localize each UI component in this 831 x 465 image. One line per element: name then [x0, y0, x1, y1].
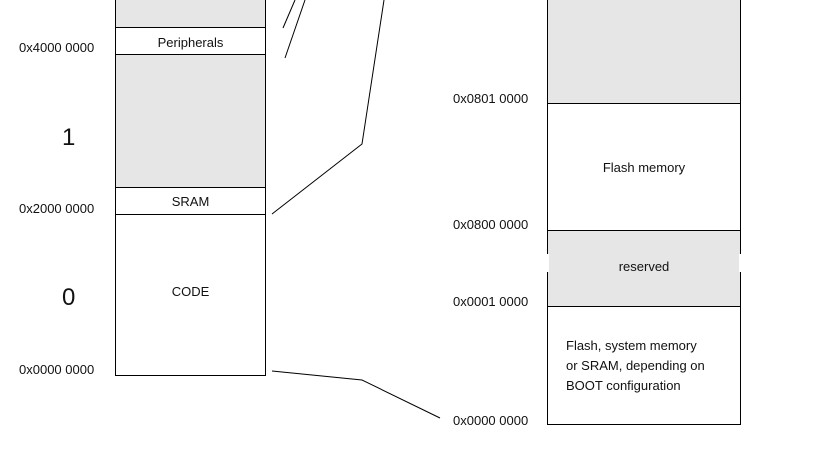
- reserved-break-right: [739, 254, 742, 272]
- block-number-0: 0: [62, 284, 76, 311]
- left-divider-3: [115, 187, 266, 188]
- sram-label: SRAM: [171, 194, 210, 209]
- right-top-reserved-block: [547, 0, 741, 104]
- boot-line-2: or SRAM, depending on: [566, 358, 705, 373]
- left-sram-block: [115, 188, 266, 215]
- right-divider-1: [547, 103, 741, 104]
- right-address-0x08000000: 0x0800 0000: [453, 217, 529, 232]
- right-address-0x00000000: 0x0000 0000: [453, 413, 529, 428]
- flash-memory-label: Flash memory: [602, 160, 686, 175]
- left-address-0x00000000: 0x0000 0000: [19, 362, 95, 377]
- lower-connector: [271, 370, 441, 419]
- left-address-0x20000000: 0x2000 0000: [19, 201, 95, 216]
- left-code-block: [115, 215, 266, 376]
- top-cut-line-1: [282, 0, 296, 29]
- peripherals-label: Peripherals: [157, 35, 224, 50]
- right-divider-2: [547, 230, 741, 231]
- reserved-label: reserved: [618, 259, 670, 274]
- left-divider-2: [115, 54, 266, 55]
- top-cut-line-2: [284, 0, 306, 59]
- right-divider-3: [547, 306, 741, 307]
- left-divider-4: [115, 214, 266, 215]
- left-mid-reserved-block: [115, 55, 266, 188]
- right-flash-memory-block: [547, 104, 741, 231]
- block-number-1: 1: [62, 124, 76, 151]
- upper-connector: [271, 0, 385, 215]
- left-divider-5: [115, 375, 266, 376]
- boot-line-1: Flash, system memory: [566, 338, 697, 353]
- reserved-break-left: [546, 254, 549, 272]
- left-address-0x40000000: 0x4000 0000: [19, 40, 95, 55]
- left-divider-1: [115, 27, 266, 28]
- left-peripherals-block: [115, 28, 266, 55]
- right-address-0x08010000: 0x0801 0000: [453, 91, 529, 106]
- right-divider-4: [547, 424, 741, 425]
- boot-line-3: BOOT configuration: [566, 378, 681, 393]
- code-label: CODE: [171, 284, 210, 299]
- boot-configuration-text: Flash, system memory or SRAM, depending …: [566, 336, 705, 396]
- right-boot-block: [547, 307, 741, 425]
- right-address-0x00010000: 0x0001 0000: [453, 294, 529, 309]
- left-top-reserved-block: [115, 0, 266, 28]
